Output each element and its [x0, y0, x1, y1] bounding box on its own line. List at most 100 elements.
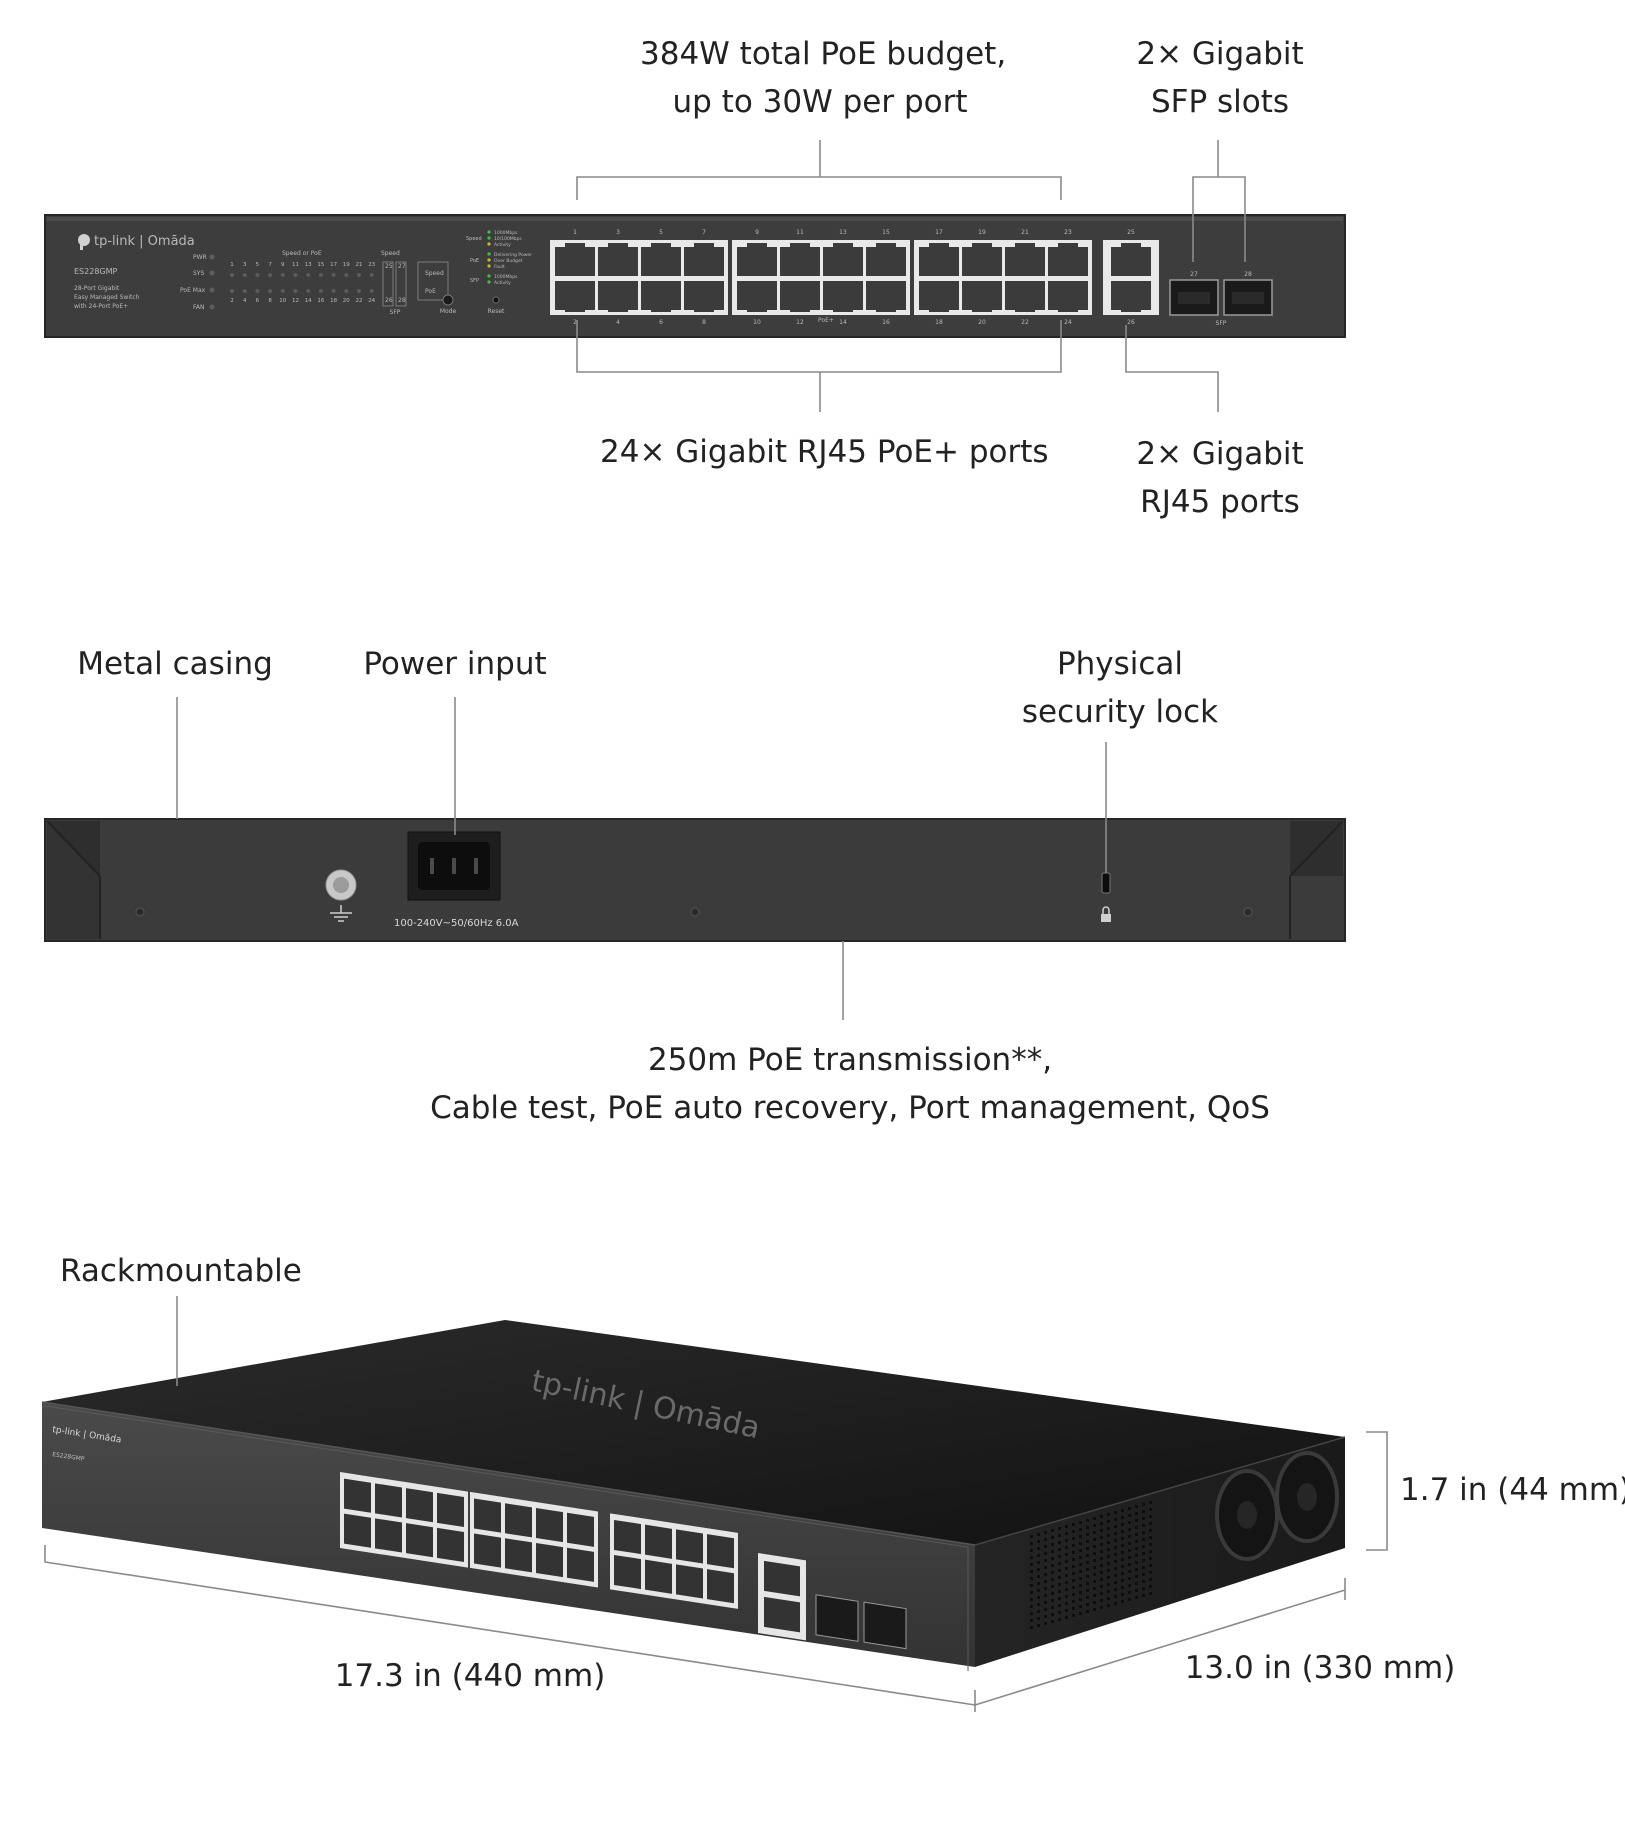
vent-hole	[1107, 1590, 1110, 1593]
vent-hole	[1100, 1522, 1103, 1525]
vent-hole	[1051, 1599, 1054, 1602]
vent-hole	[1114, 1560, 1117, 1563]
vent-hole	[1107, 1520, 1110, 1523]
vent-hole	[1100, 1564, 1103, 1567]
led-number-10: 10	[279, 298, 286, 304]
vent-hole	[1044, 1580, 1047, 1583]
vent-hole	[1121, 1544, 1124, 1547]
iso-port	[375, 1518, 402, 1553]
vent-hole	[1135, 1575, 1138, 1578]
vent-hole	[1030, 1542, 1033, 1545]
led-2	[230, 289, 234, 293]
vent-hole	[1128, 1542, 1131, 1545]
led-9	[280, 273, 285, 277]
vent-hole	[1149, 1515, 1152, 1518]
iso-port	[344, 1513, 371, 1548]
port-number-21: 21	[1021, 229, 1029, 236]
vent-hole	[1128, 1563, 1131, 1566]
sfp-port-27-number: 27	[1190, 271, 1198, 278]
legend-speed-1: 1000Mbps	[494, 230, 518, 236]
sfp-slots-line-1: 2× Gigabit	[1136, 36, 1304, 72]
vent-hole	[1072, 1572, 1075, 1575]
sfp-port-27	[1169, 279, 1219, 316]
vent-hole	[1058, 1541, 1061, 1544]
vent-hole	[1037, 1589, 1040, 1592]
side-vents	[1030, 1501, 1152, 1629]
rj45-port-3	[598, 243, 638, 276]
vent-hole	[1121, 1530, 1124, 1533]
vent-hole	[1086, 1575, 1089, 1578]
vent-hole	[1114, 1546, 1117, 1549]
port-number-16: 16	[882, 319, 890, 326]
vent-hole	[1128, 1549, 1131, 1552]
iso-port	[505, 1503, 532, 1538]
led-number-3: 3	[243, 262, 247, 268]
rj45-ports-line-2: RJ45 ports	[1140, 484, 1300, 520]
port-number-14: 14	[839, 319, 847, 326]
vent-hole	[1107, 1555, 1110, 1558]
iso-port	[707, 1569, 734, 1604]
iso-port	[375, 1483, 402, 1518]
vent-hole	[1030, 1584, 1033, 1587]
vent-hole	[1044, 1573, 1047, 1576]
rj45-port-14	[823, 281, 863, 312]
iso-port	[505, 1538, 532, 1573]
rackmountable-callout: Rackmountable	[60, 1247, 302, 1295]
rj45-port-23	[1048, 243, 1088, 276]
led-number-9: 9	[281, 262, 285, 268]
vent-hole	[1037, 1554, 1040, 1557]
rear-screw-right-icon	[1243, 907, 1253, 917]
vent-hole	[1142, 1566, 1145, 1569]
rear-screw-center-icon	[690, 907, 700, 917]
vent-hole	[1072, 1551, 1075, 1554]
vent-hole	[1093, 1545, 1096, 1548]
led-13	[306, 273, 311, 277]
vent-hole	[1044, 1587, 1047, 1590]
vent-hole	[1093, 1601, 1096, 1604]
vent-hole	[1051, 1564, 1054, 1567]
vent-hole	[1121, 1558, 1124, 1561]
vent-hole	[1135, 1505, 1138, 1508]
vent-hole	[1142, 1531, 1145, 1534]
led-3	[242, 273, 247, 277]
vent-hole	[1128, 1584, 1131, 1587]
port-number-6: 6	[659, 319, 663, 326]
vent-hole	[1142, 1559, 1145, 1562]
vent-hole	[1149, 1585, 1152, 1588]
vent-hole	[1135, 1568, 1138, 1571]
power-input-callout: Power input	[350, 640, 560, 688]
vent-hole	[1121, 1579, 1124, 1582]
mode-button	[442, 294, 454, 306]
vent-hole	[1058, 1527, 1061, 1530]
rj45-poe-ports-line-1: 24× Gigabit RJ45 PoE+ ports	[600, 434, 1049, 470]
metal-casing-line-1: Metal casing	[77, 646, 273, 682]
rj45-port-13	[823, 243, 863, 276]
rear-screw-left-icon	[135, 907, 145, 917]
vent-hole	[1135, 1589, 1138, 1592]
legend-poe-2: Over Budget	[494, 258, 523, 264]
rj45-port-1	[555, 243, 595, 276]
port-number-22: 22	[1021, 319, 1029, 326]
vent-hole	[1086, 1561, 1089, 1564]
vent-hole	[1121, 1565, 1124, 1568]
vent-hole	[1093, 1587, 1096, 1590]
vent-hole	[1051, 1620, 1054, 1623]
vent-hole	[1142, 1545, 1145, 1548]
vent-hole	[1065, 1609, 1068, 1612]
vent-hole	[1093, 1517, 1096, 1520]
iso-front-model: ES228GMP	[52, 1451, 86, 1463]
vent-hole	[1128, 1535, 1131, 1538]
rj45-port-4	[598, 281, 638, 312]
sfp-port-28-number: 28	[1244, 271, 1252, 278]
mode-button-label: Mode	[440, 308, 457, 315]
iso-port	[474, 1533, 501, 1568]
vent-hole	[1100, 1592, 1103, 1595]
rj45-poe-port-blocks	[550, 240, 1092, 315]
vent-hole	[1058, 1618, 1061, 1621]
port-number-18: 18	[935, 319, 943, 326]
vent-hole	[1100, 1606, 1103, 1609]
led-number-16: 16	[317, 298, 324, 304]
rear-panel: 100-240V~50/60Hz 6.0A	[44, 818, 1346, 942]
vent-hole	[1051, 1550, 1054, 1553]
